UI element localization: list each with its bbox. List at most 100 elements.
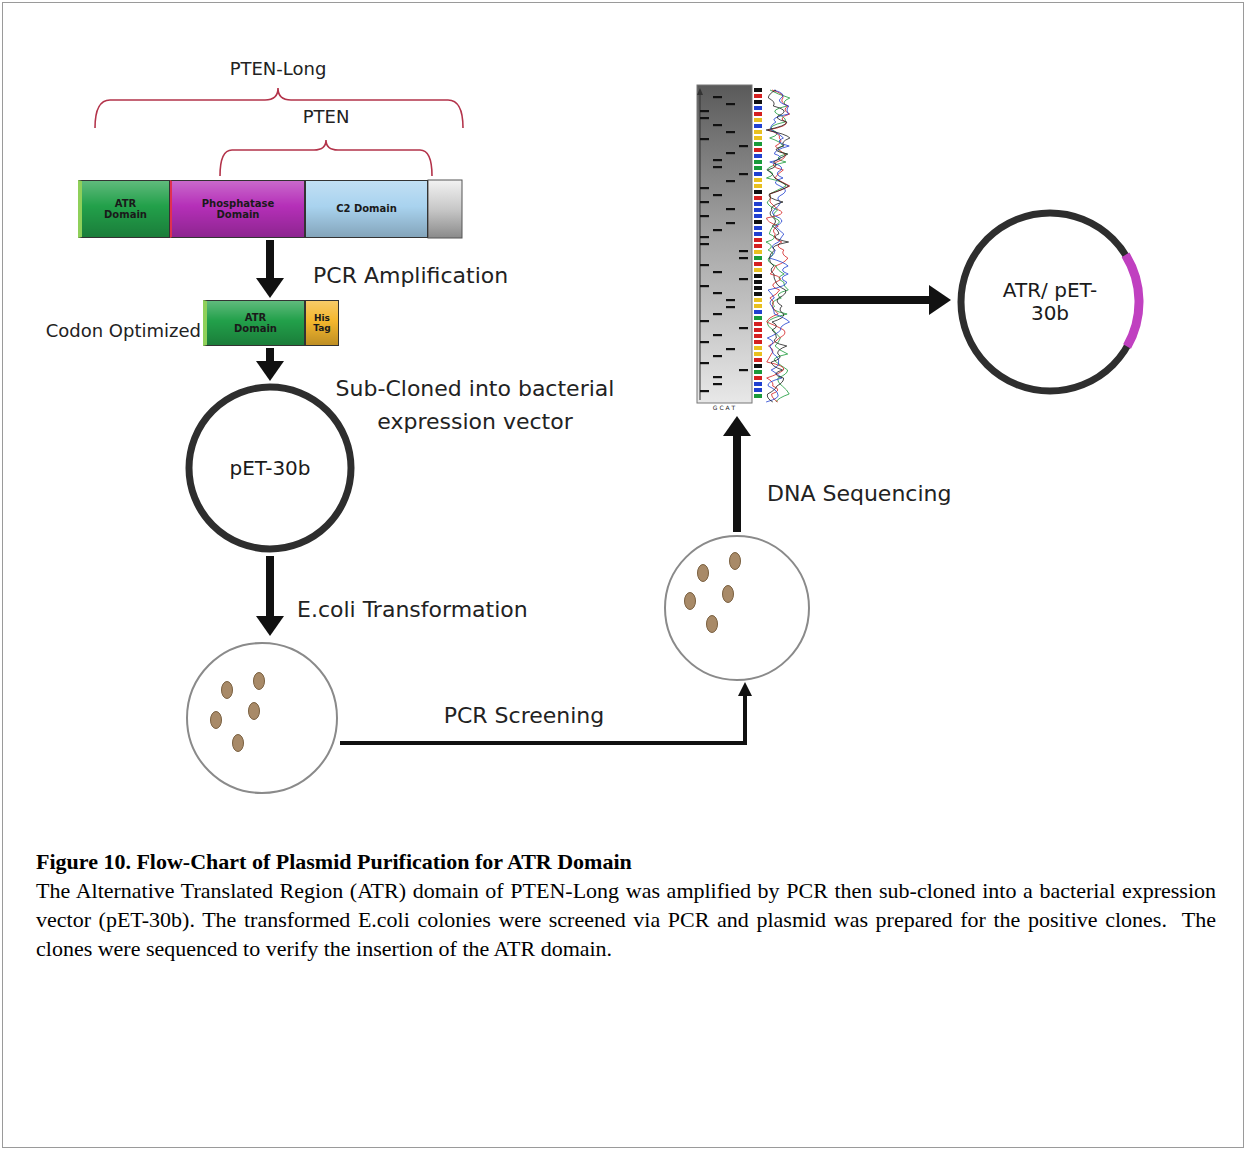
arrow-shaft <box>266 240 274 278</box>
base-call <box>754 310 762 314</box>
gel-band <box>713 313 722 315</box>
base-call <box>754 280 762 284</box>
gel-band <box>713 229 722 231</box>
edge-label: Sub-Cloned into bacterial expression vec… <box>330 372 620 438</box>
arrow-shaft <box>266 348 274 361</box>
step-label: G C A T <box>713 404 735 411</box>
gel-band <box>700 320 709 322</box>
base-call <box>754 382 762 386</box>
gel-band <box>713 194 722 196</box>
gel-band <box>739 327 748 329</box>
base-call <box>754 208 762 212</box>
base-call <box>754 238 762 242</box>
arrow-shaft <box>733 434 741 532</box>
base-call <box>754 190 762 194</box>
base-call <box>754 334 762 338</box>
domain-bracket <box>95 88 463 176</box>
gel-band <box>700 362 709 364</box>
colonies <box>685 553 741 633</box>
gel-band <box>713 159 722 161</box>
domain-segment: C2 Domain <box>305 180 428 238</box>
step-label: PTEN <box>303 106 350 127</box>
base-call <box>754 160 762 164</box>
base-call <box>754 184 762 188</box>
gel-band <box>700 236 709 238</box>
base-call <box>754 136 762 140</box>
gel-band <box>739 257 748 259</box>
base-call <box>754 256 762 260</box>
gel-band <box>700 341 709 343</box>
gel-band <box>739 145 748 147</box>
plasmid-circle: ATR/ pET-30b <box>957 209 1143 395</box>
base-call <box>754 88 762 92</box>
base-call <box>754 262 762 266</box>
gel-band <box>700 138 709 140</box>
step-label: DNA Sequencing <box>767 481 951 506</box>
node-text: ATR Domain <box>94 198 158 221</box>
gel-band <box>700 215 709 217</box>
gel-band <box>739 369 748 371</box>
gel-band <box>713 96 722 98</box>
gel-lane-area <box>697 85 752 403</box>
base-call <box>754 112 762 116</box>
node-text: His Tag <box>308 313 336 334</box>
gel-band <box>713 292 722 294</box>
step-label: Codon Optimized <box>46 320 201 341</box>
gel-band <box>700 201 709 203</box>
colony <box>249 703 260 720</box>
base-call <box>754 274 762 278</box>
base-call <box>754 358 762 362</box>
base-call <box>754 394 762 398</box>
node-text: pET-30b <box>229 457 310 480</box>
arrow-head <box>256 278 284 298</box>
chromatogram-trace <box>766 90 790 402</box>
tag-segment: His Tag <box>305 300 339 346</box>
step-label: PTEN-Long <box>230 58 327 79</box>
base-call <box>754 124 762 128</box>
dish-outline <box>187 643 337 793</box>
chromatogram-trace <box>766 90 789 402</box>
base-call <box>754 154 762 158</box>
base-call <box>754 166 762 170</box>
edge-label: PCR Amplification <box>313 263 508 288</box>
base-call <box>754 106 762 110</box>
base-call <box>754 364 762 368</box>
base-call <box>754 370 762 374</box>
domain-segment: ATR Domain <box>78 180 170 238</box>
gel-band <box>726 348 735 350</box>
base-call <box>754 250 762 254</box>
base-call <box>754 376 762 380</box>
arrow-head <box>256 616 284 636</box>
gel-band <box>700 110 709 112</box>
base-call <box>754 292 762 296</box>
gel-band <box>700 264 709 266</box>
base-call <box>754 94 762 98</box>
arrow-head <box>256 361 284 381</box>
node-text: ATR Domain <box>224 312 288 335</box>
base-call <box>754 346 762 350</box>
base-call <box>754 328 762 332</box>
flow-arrow <box>256 285 951 636</box>
base-call <box>754 220 762 224</box>
flow-arrow <box>256 240 284 298</box>
base-call <box>754 196 762 200</box>
arrow-head <box>697 88 703 95</box>
chromatogram-trace <box>767 90 790 402</box>
figure-title: Figure 10. Flow-Chart of Plasmid Purific… <box>36 847 1216 876</box>
gel-band <box>713 124 722 126</box>
gel-band <box>713 334 722 336</box>
gel-band <box>739 173 748 175</box>
base-call <box>754 226 762 230</box>
base-call <box>754 118 762 122</box>
colony <box>723 586 734 603</box>
node-text: ATR/ pET-30b <box>1000 279 1100 325</box>
gel-band <box>726 222 735 224</box>
base-call <box>754 286 762 290</box>
base-call <box>754 388 762 392</box>
base-call <box>754 130 762 134</box>
arrow-head <box>723 416 751 436</box>
step-label: E.coli Transformation <box>297 597 528 622</box>
base-call <box>754 352 762 356</box>
